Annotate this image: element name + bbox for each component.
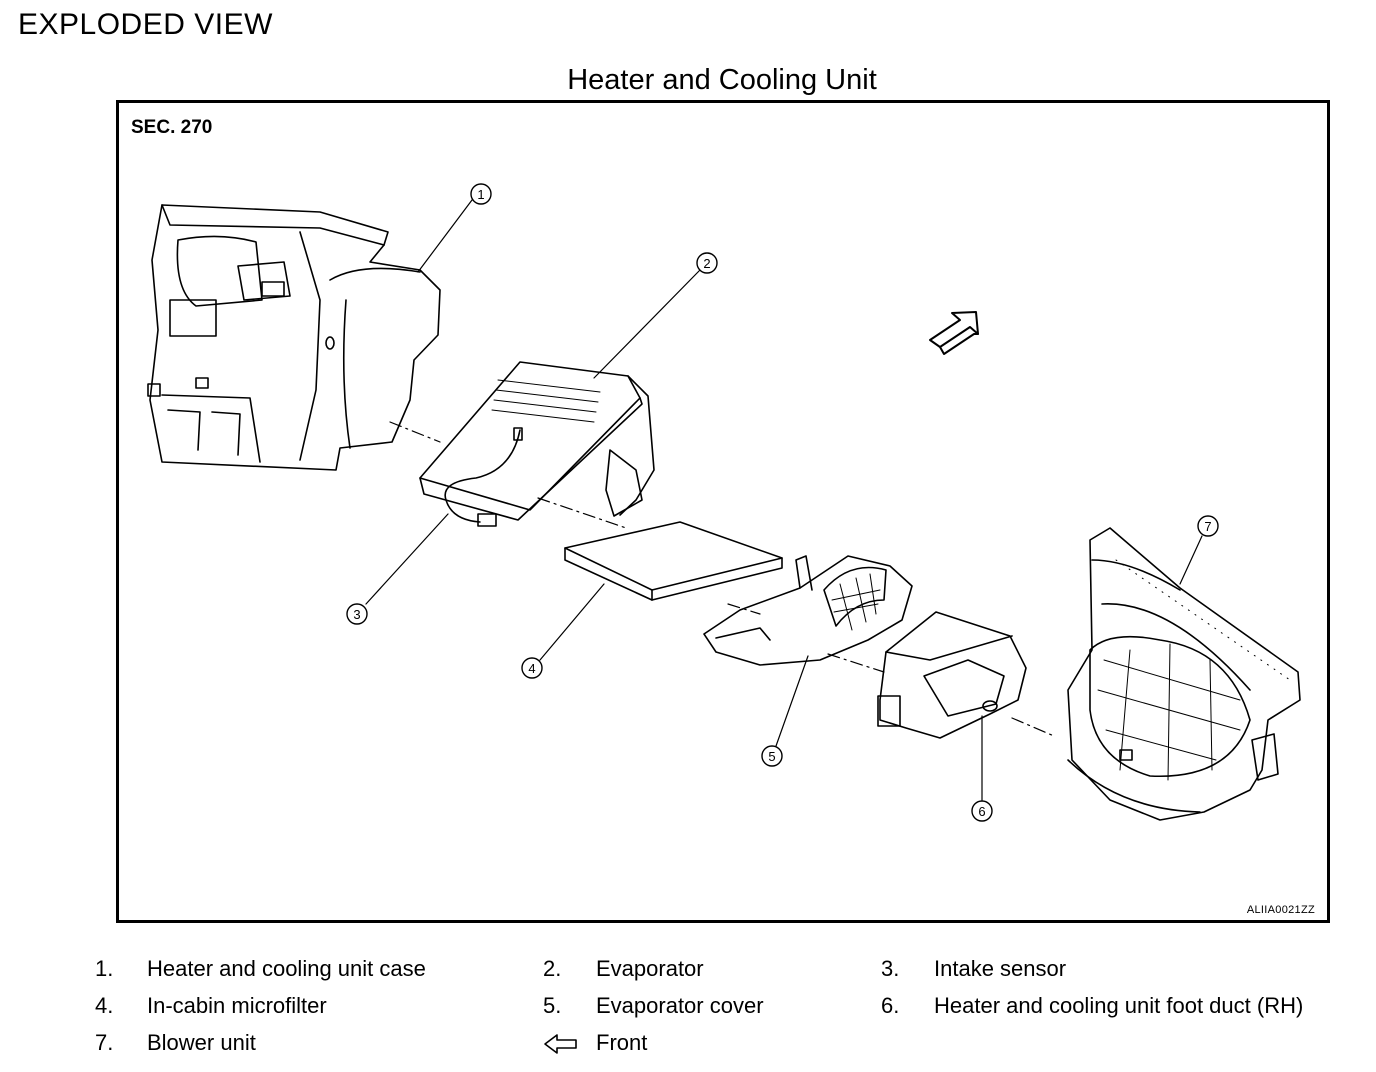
evaporator-cover (703, 555, 913, 666)
legend-item-2: 2. Evaporator (543, 956, 704, 982)
legend-label: Blower unit (147, 1030, 256, 1055)
legend-label: Evaporator (596, 956, 704, 981)
legend-number: 2. (543, 956, 562, 981)
callout-4 (521, 657, 543, 679)
evaporator (419, 361, 655, 527)
legend-number: 7. (95, 1030, 114, 1055)
callout-3-label: 3 (353, 607, 360, 622)
parts-legend: 1. Heater and cooling unit case 2. Evapo… (0, 950, 1376, 1070)
callout-3 (346, 603, 368, 625)
legend-item-4: 4. In-cabin microfilter (95, 993, 327, 1019)
callout-6 (971, 800, 993, 822)
callout-5-label: 5 (768, 749, 775, 764)
legend-item-7: 7. Blower unit (95, 1030, 256, 1056)
legend-label: Intake sensor (934, 956, 1067, 981)
legend-number: 1. (95, 956, 114, 981)
blower-unit (1067, 527, 1301, 821)
legend-label: Heater and cooling unit case (147, 956, 426, 981)
foot-duct-rh (877, 611, 1027, 739)
legend-label: In-cabin microfilter (147, 993, 327, 1018)
front-arrow-icon (544, 1034, 577, 1054)
diagram-title: Heater and Cooling Unit (567, 64, 877, 96)
in-cabin-microfilter (564, 521, 783, 601)
callout-leaders (365, 199, 1203, 801)
heater-cooling-unit-case (147, 204, 441, 471)
diagram-frame: SEC. 270 ALIIA0021ZZ (116, 100, 1330, 923)
callout-6-label: 6 (978, 804, 985, 819)
callout-7 (1197, 515, 1219, 537)
legend-item-5: 5. Evaporator cover (543, 993, 764, 1019)
section-label: SEC. 270 (131, 117, 213, 138)
legend-number: 5. (543, 993, 562, 1018)
callout-2 (696, 252, 718, 274)
callout-circles (346, 183, 1219, 822)
legend-number: 3. (881, 956, 900, 981)
callout-1 (470, 183, 492, 205)
callout-7-label: 7 (1204, 519, 1211, 534)
legend-item-3: 3. Intake sensor (881, 956, 1066, 982)
callout-2-label: 2 (703, 256, 710, 271)
callout-4-label: 4 (528, 661, 535, 676)
legend-label: Heater and cooling unit foot duct (RH) (934, 993, 1304, 1018)
callout-1-label: 1 (477, 187, 484, 202)
image-code: ALIIA0021ZZ (1246, 904, 1315, 916)
assembly-axis-lines (389, 421, 1055, 737)
legend-number: 6. (881, 993, 900, 1018)
legend-item-1: 1. Heater and cooling unit case (95, 956, 426, 982)
page-heading: EXPLODED VIEW (18, 8, 273, 41)
front-arrow-icon (929, 311, 979, 355)
legend-label: Front (596, 1030, 648, 1055)
legend-number: 4. (95, 993, 114, 1018)
legend-item-6: 6. Heater and cooling unit foot duct (RH… (881, 993, 1303, 1019)
callout-5 (761, 745, 783, 767)
legend-label: Evaporator cover (596, 993, 764, 1018)
